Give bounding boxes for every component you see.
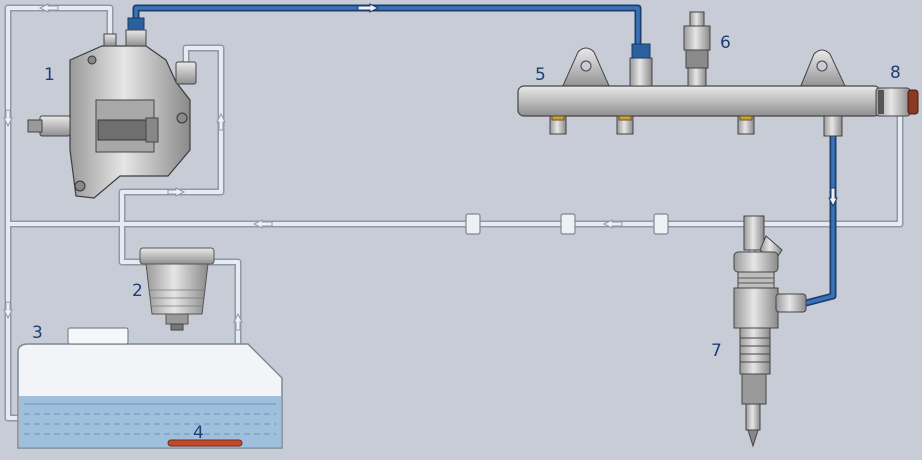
label-5-rail: 5 xyxy=(535,65,546,85)
flow-arrows-high-pressure xyxy=(357,3,838,208)
fuel-tank xyxy=(17,327,283,449)
high-pressure-lines xyxy=(132,4,837,307)
high-pressure-pump xyxy=(27,17,197,199)
fuel-filter xyxy=(139,247,215,331)
return-line-connectors xyxy=(465,213,669,235)
label-4-pickup: 4 xyxy=(193,423,204,443)
label-6-sensor: 6 xyxy=(720,33,731,53)
label-7-injector: 7 xyxy=(711,341,722,361)
pressure-limiter xyxy=(875,87,919,117)
pressure-sensor xyxy=(683,11,711,87)
injector xyxy=(733,215,807,448)
label-3-tank: 3 xyxy=(32,323,43,343)
label-2-filter: 2 xyxy=(132,281,143,301)
flow-arrows-return xyxy=(3,3,623,331)
label-8-limiter: 8 xyxy=(890,63,901,83)
label-1-pump: 1 xyxy=(44,65,55,85)
common-rail xyxy=(517,43,881,137)
